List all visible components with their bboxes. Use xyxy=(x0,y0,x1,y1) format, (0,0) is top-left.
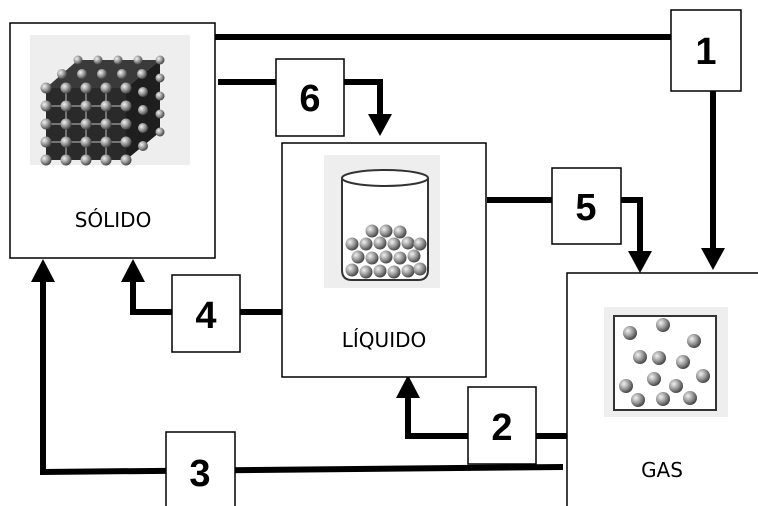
liquid-state-box: LÍQUIDO xyxy=(281,142,487,378)
arrow-3-head xyxy=(31,259,55,282)
arrow-1-head xyxy=(701,248,725,270)
liquid-label: LÍQUIDO xyxy=(342,328,426,352)
transition-5-number: 5 xyxy=(575,187,596,229)
arrow-6-solid-to-liquid xyxy=(218,79,383,118)
arrow-4-head xyxy=(121,259,145,282)
crystal-lattice-cube-icon xyxy=(30,35,190,166)
gas-label: GAS xyxy=(641,458,683,482)
arrow-2-head xyxy=(396,375,420,398)
transition-4-number: 4 xyxy=(195,295,216,337)
transition-5-box: 5 xyxy=(551,167,622,245)
transition-1-number: 1 xyxy=(695,31,716,73)
transition-3-box: 3 xyxy=(165,431,236,506)
arrow-3-gas-to-solid xyxy=(40,278,564,476)
beaker-with-spheres-icon xyxy=(324,155,440,288)
arrow-5-head xyxy=(628,251,652,273)
transition-6-number: 6 xyxy=(299,78,320,120)
solid-label: SÓLIDO xyxy=(75,208,152,232)
transition-2-box: 2 xyxy=(467,386,537,465)
scattered-particles-box-icon xyxy=(604,307,728,417)
transition-6-box: 6 xyxy=(275,58,345,137)
transition-3-number: 3 xyxy=(189,453,210,495)
transition-1-box: 1 xyxy=(670,9,742,92)
arrow-6-head xyxy=(368,114,392,136)
transition-2-number: 2 xyxy=(491,407,512,449)
arrow-5-liquid-to-gas xyxy=(487,197,643,255)
gas-state-box: GAS xyxy=(566,272,758,506)
solid-state-box: SÓLIDO xyxy=(9,22,216,259)
transition-4-box: 4 xyxy=(171,274,241,353)
